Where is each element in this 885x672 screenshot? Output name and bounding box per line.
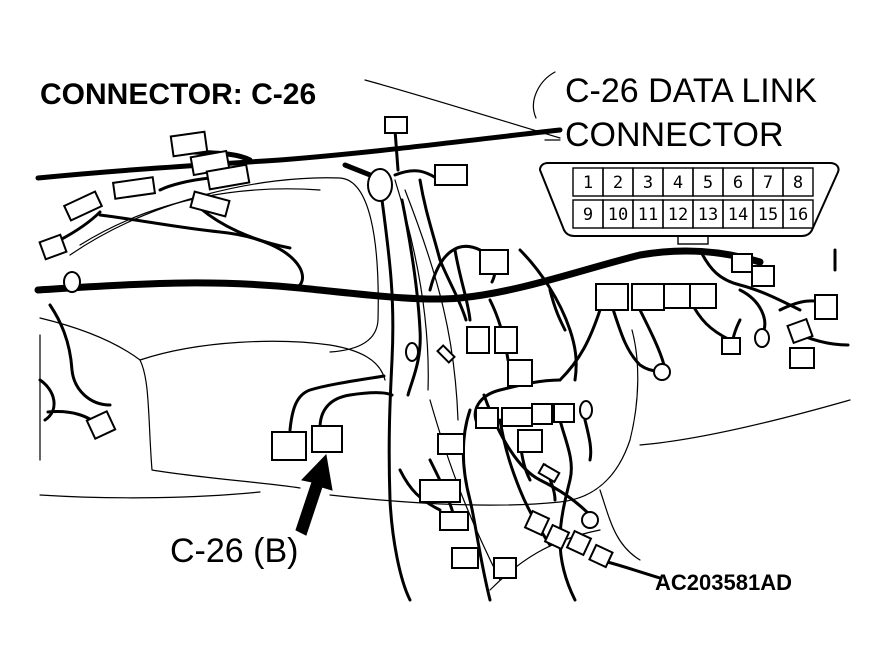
pin-number: 15 (758, 205, 778, 225)
connector (631, 283, 665, 311)
connector (751, 265, 775, 287)
arrow-icon (295, 453, 333, 536)
connector (663, 283, 691, 309)
data-link-label-line1: C-26 DATA LINK (565, 72, 817, 110)
connector (437, 433, 465, 455)
pin-number: 14 (728, 205, 748, 225)
connector (689, 283, 717, 309)
connector (553, 403, 575, 423)
connector (721, 337, 741, 355)
connector (189, 190, 231, 218)
connector (475, 407, 499, 429)
connector (85, 409, 117, 441)
c-26-b-connector (311, 425, 343, 453)
connector (507, 359, 533, 387)
connector (493, 557, 517, 579)
connector (523, 509, 551, 537)
grommet (367, 168, 393, 202)
pin-number: 1 (583, 173, 593, 193)
connector (38, 233, 68, 261)
pin-number: 5 (703, 173, 713, 193)
pin-cell (782, 167, 814, 197)
harness-connectors (38, 116, 838, 579)
connector (451, 547, 479, 569)
connector (786, 317, 814, 345)
connector (434, 164, 468, 186)
connector (565, 529, 593, 557)
connector (384, 116, 408, 134)
terminal (537, 462, 561, 484)
connector (543, 523, 571, 551)
clip (63, 271, 81, 293)
connector (789, 347, 815, 369)
pin-number: 2 (613, 173, 623, 193)
ground-terminal (653, 363, 671, 381)
connector-b-label: C-26 (B) (170, 532, 298, 570)
connector (494, 326, 518, 354)
clip (405, 342, 419, 362)
connector (62, 190, 104, 222)
pin-number: 3 (643, 173, 653, 193)
connector (501, 407, 533, 427)
connector (419, 479, 461, 503)
diagram-title: CONNECTOR: C-26 (40, 78, 316, 111)
connector (439, 511, 469, 531)
pin-number: 12 (668, 205, 688, 225)
connector (588, 543, 614, 569)
connector (531, 403, 553, 425)
pin-number: 16 (788, 205, 808, 225)
clip (754, 328, 770, 348)
pin-number: 7 (763, 173, 773, 193)
pin-number: 13 (698, 205, 718, 225)
pin-number: 9 (583, 205, 593, 225)
pin-number: 8 (793, 173, 803, 193)
connector (814, 294, 838, 320)
pin-number: 11 (638, 205, 658, 225)
locking-tab (677, 235, 709, 245)
connector (731, 253, 753, 273)
pin-cell (782, 199, 814, 229)
terminal (436, 344, 456, 364)
connector (595, 283, 629, 311)
connector (479, 249, 509, 275)
connector (466, 326, 490, 354)
drawing-code: AC203581AD (655, 570, 792, 595)
connector (111, 176, 157, 200)
connector (271, 431, 307, 461)
pin-number: 10 (608, 205, 628, 225)
clip (579, 400, 593, 420)
data-link-label-line2: CONNECTOR (565, 116, 784, 154)
pin-number: 6 (733, 173, 743, 193)
pin-number: 4 (673, 173, 683, 193)
connector (205, 163, 251, 191)
terminals-and-clips (63, 168, 770, 529)
connector (169, 130, 209, 158)
connector (517, 429, 543, 453)
ground-terminal (581, 511, 599, 529)
